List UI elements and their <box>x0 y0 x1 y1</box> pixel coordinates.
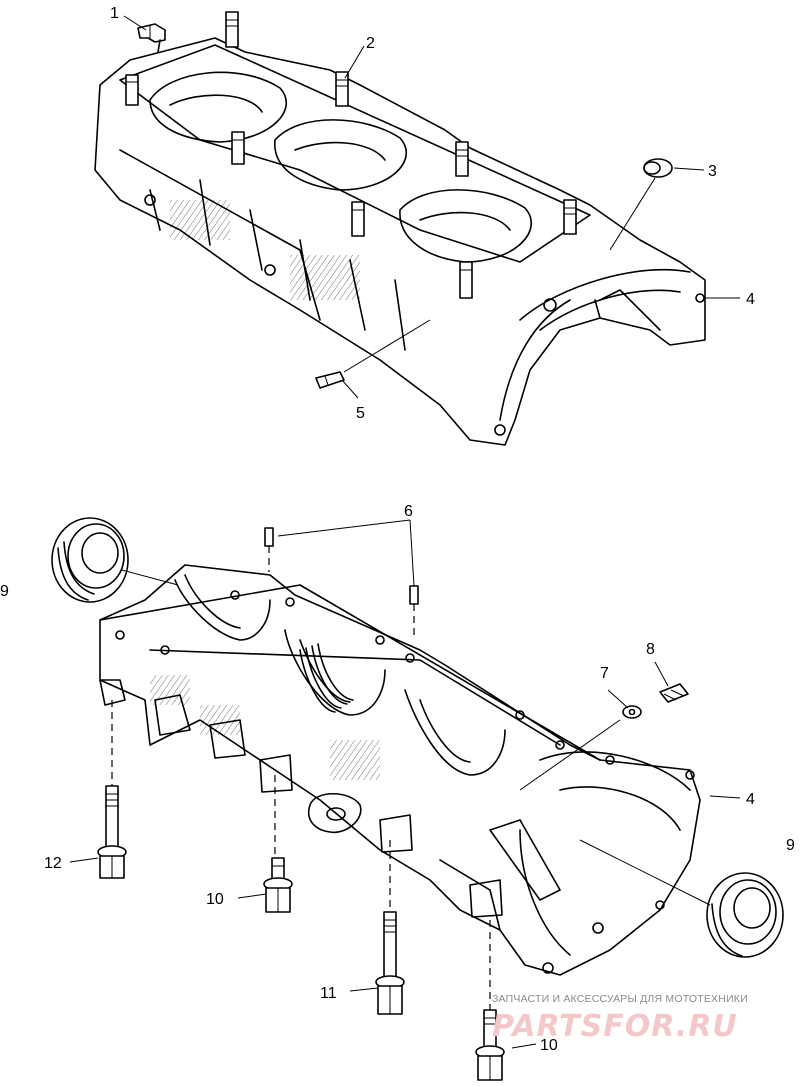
watermark: ЗАПЧАСТИ И АКСЕССУАРЫ ДЛЯ МОТОТЕХНИКИ PA… <box>492 993 748 1044</box>
washer-part <box>622 705 642 719</box>
bearing-rings <box>299 643 354 713</box>
callout-10-left: 10 <box>206 891 224 908</box>
callout-9-left: 9 <box>0 583 9 600</box>
callout-9-right: 9 <box>786 837 795 854</box>
callout-4-top: 4 <box>746 291 755 308</box>
bolt-11 <box>375 911 405 1015</box>
upper-crankcase <box>94 11 740 446</box>
callout-1: 1 <box>110 5 119 22</box>
oil-seal-right <box>706 872 784 958</box>
dowel-pins-part <box>264 519 419 640</box>
callout-7: 7 <box>600 665 609 682</box>
oil-seal-left <box>51 517 129 603</box>
callout-10-right: 10 <box>540 1037 558 1054</box>
bolt-12 <box>97 785 127 879</box>
watermark-tagline: ЗАПЧАСТИ И АКСЕССУАРЫ ДЛЯ МОТОТЕХНИКИ <box>492 993 748 1005</box>
screw-part <box>659 683 689 703</box>
callout-6: 6 <box>404 503 413 520</box>
callout-5: 5 <box>356 405 365 422</box>
callout-3: 3 <box>708 163 717 180</box>
callout-4-bottom: 4 <box>746 791 755 808</box>
dowel-pin-part <box>315 371 345 389</box>
callout-11: 11 <box>320 985 337 1002</box>
watermark-logo: PARTSFOR.RU <box>492 1009 738 1044</box>
callout-12: 12 <box>44 855 62 872</box>
elbow-fitting-part <box>137 23 166 53</box>
plug-part <box>643 158 673 178</box>
stud-group <box>125 11 577 299</box>
callout-labels: 1 2 3 4 5 6 7 8 4 9 9 12 10 11 10 <box>0 5 795 1054</box>
lower-crankcase <box>99 564 701 976</box>
bolt-10-right <box>475 1009 505 1081</box>
callout-2: 2 <box>366 35 375 52</box>
bolt-10-left <box>263 857 293 913</box>
callout-8: 8 <box>646 641 655 658</box>
